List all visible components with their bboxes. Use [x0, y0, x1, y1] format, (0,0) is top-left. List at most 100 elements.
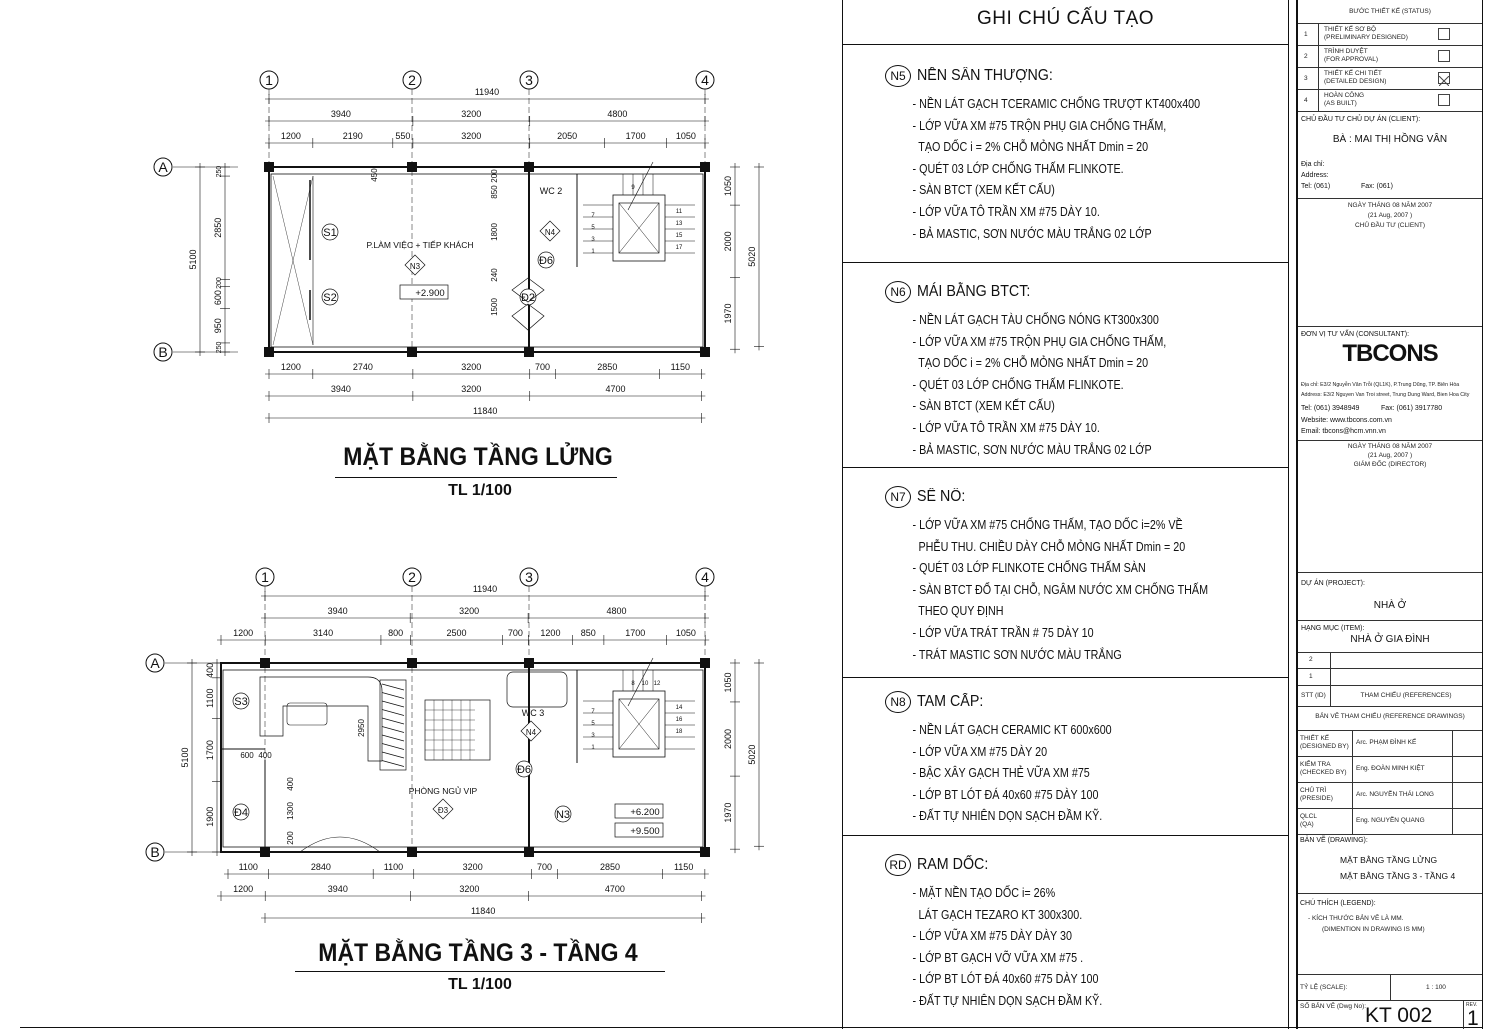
project-name: NHÀ Ở	[1373, 600, 1407, 611]
tag-label: Đ6	[517, 764, 531, 776]
dimension-label: 1700	[625, 628, 645, 638]
role-label-en: (CHECKED BY)	[1300, 769, 1347, 776]
dimension-label: 3940	[331, 384, 351, 394]
dimension-label: 1050	[723, 672, 733, 692]
note-section-title: MÁI BẰNG BTCT:	[917, 283, 1031, 300]
dimension-label: 200	[216, 277, 223, 289]
divider	[1298, 808, 1482, 809]
dimension-label: 3940	[328, 884, 348, 894]
bathtub	[506, 671, 568, 708]
grid-bubble-label: A	[150, 655, 160, 671]
consultant-tel: Tel: (061) 3948949	[1301, 405, 1360, 412]
level-marker	[614, 803, 664, 819]
divider	[1330, 652, 1331, 706]
grid-bubble-label: B	[158, 344, 167, 360]
column	[524, 658, 534, 668]
grid-bubble	[153, 342, 173, 362]
client-address-label-en: Address:	[1301, 172, 1329, 179]
status-label: TRÌNH DUYỆT	[1324, 48, 1368, 55]
dimension-label: 1050	[676, 131, 696, 141]
role-label: CHỦ TRÌ	[1300, 787, 1327, 794]
title-block-divider	[1288, 0, 1289, 1029]
status-checkbox[interactable]	[1438, 72, 1450, 87]
tag-label: N4	[526, 728, 537, 737]
dimension-label: 1700	[626, 131, 646, 141]
note-line: - BẢ MASTIC, SƠN NƯỚC MÀU TRẮNG 02 LỚP	[912, 226, 1152, 241]
level-label: +9.500	[630, 826, 659, 837]
divider	[1298, 572, 1482, 573]
plan-scale-floor-3-4: TL 1/100	[448, 976, 512, 993]
note-line: - LỚP BT GẠCH VỠ VỮA XM #75 .	[912, 950, 1084, 965]
plan-scale-mezzanine: TL 1/100	[448, 482, 512, 499]
note-line: - QUÉT 03 LỚP CHỐNG THẤM FLINKOTE.	[912, 161, 1124, 176]
consultant-email: Email: tbcons@hcm.vnn.vn	[1301, 428, 1386, 435]
reference-row-number: 1	[1309, 673, 1313, 680]
role-label: THIẾT KẾ	[1300, 735, 1330, 742]
dimension-label: 2850	[600, 862, 620, 872]
stair-step-number: 9	[631, 185, 635, 191]
grid-bubble-label: 2	[408, 72, 416, 88]
grid-bubble	[519, 567, 539, 587]
level-label: +6.200	[630, 807, 659, 818]
dimension-label: 3200	[461, 384, 481, 394]
status-checkbox[interactable]	[1438, 28, 1450, 40]
dimension-label: 3200	[461, 131, 481, 141]
dimension-label: 700	[537, 862, 552, 872]
note-tag: RD	[885, 854, 911, 876]
divider	[1298, 685, 1482, 686]
dimension-label: 11940	[475, 87, 499, 97]
divider	[1463, 1000, 1464, 1029]
stair-step-number: 7	[591, 709, 595, 715]
consultant-fax: Fax: (061) 3917780	[1381, 405, 1443, 412]
grid-bubble-label: 3	[525, 569, 533, 585]
status-checkbox[interactable]	[1438, 94, 1450, 106]
status-checkbox[interactable]	[1438, 50, 1450, 62]
room-label: P.LÀM VIỆC + TIẾP KHÁCH	[366, 240, 473, 250]
grid-bubble	[402, 70, 422, 90]
dimension-label: 2000	[723, 231, 733, 251]
divider	[1298, 1000, 1482, 1001]
void-cross	[272, 175, 314, 346]
dimension-label: 1970	[723, 303, 733, 323]
dimension-label: 2190	[343, 131, 363, 141]
column	[264, 162, 274, 172]
status-number: 3	[1304, 75, 1308, 82]
consultant-address-en: Address: E3/2 Nguyen Van Troi street, Tr…	[1301, 392, 1470, 398]
floor-finish-tag	[432, 798, 454, 820]
note-line: - LỚP VỮA TÔ TRẦN XM #75 DÀY 10.	[912, 204, 1100, 219]
sheet-border-bottom	[20, 1027, 1482, 1028]
dimension-label: 1050	[676, 628, 696, 638]
stair-step-number: 18	[676, 729, 683, 735]
grid-bubble-label: 4	[701, 72, 709, 88]
drawing-name: MẶT BẰNG TẦNG LỬNG	[1340, 855, 1438, 865]
notes-title: GHI CHÚ CẤU TẠO	[976, 8, 1155, 29]
status-label: THIẾT KẾ SƠ BỘ	[1324, 26, 1377, 33]
dimension-label: 240	[490, 268, 499, 282]
note-line: - NỀN LÁT GẠCH CERAMIC KT 600x600	[912, 723, 1112, 737]
item-name: NHÀ Ở GIA ĐÌNH	[1350, 634, 1430, 645]
stair-step-number: 10	[642, 681, 649, 687]
column	[700, 162, 710, 172]
wardrobe	[379, 679, 407, 771]
note-line: - BẢ MASTIC, SƠN NƯỚC MÀU TRẮNG 02 LỚP	[912, 442, 1152, 457]
divider	[1298, 23, 1482, 24]
dimension-label: 600	[213, 290, 223, 305]
role-label-en: (PRESIDE)	[1300, 795, 1333, 802]
room-tag	[554, 805, 572, 823]
grid-bubble	[402, 567, 422, 587]
room-tag	[232, 692, 250, 710]
dimension-label: 700	[535, 362, 550, 372]
note-line: - ĐẤT TỰ NHIÊN DỌN SẠCH ĐẦM KỸ.	[912, 993, 1103, 1008]
divider	[1298, 706, 1482, 707]
column	[524, 162, 534, 172]
consultant-label: ĐƠN VỊ TƯ VẤN (CONSULTANT):	[1301, 331, 1410, 338]
column	[524, 847, 534, 857]
dimension-label: 3200	[459, 884, 479, 894]
dimension-label: 1100	[239, 862, 258, 872]
dimension-label: 11840	[471, 906, 495, 916]
coffee-table	[286, 702, 328, 726]
divider	[1298, 111, 1482, 112]
status-label: HOÀN CÔNG	[1324, 92, 1365, 99]
